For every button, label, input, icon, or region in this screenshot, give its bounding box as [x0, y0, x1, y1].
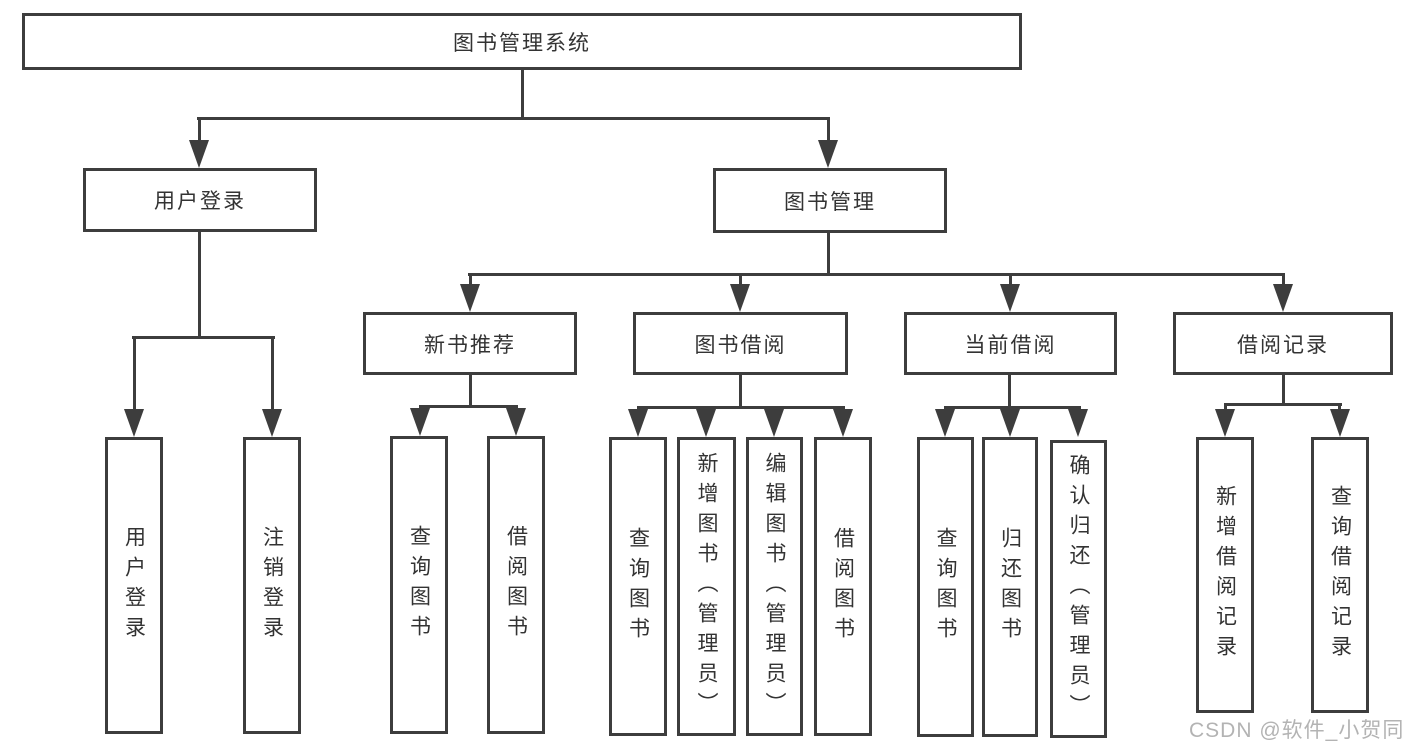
- node-edit-books-admin: 编辑图书（管理员）: [746, 437, 803, 736]
- node-current-borrowing: 当前借阅: [904, 312, 1117, 375]
- connector-line: [132, 336, 275, 339]
- arrowhead-icon: [1215, 409, 1235, 437]
- node-label: 查询图书: [626, 526, 650, 647]
- node-label: 用户登录: [154, 190, 246, 213]
- arrowhead-icon: [124, 409, 144, 437]
- node-label: 确认归还（管理员）: [1067, 454, 1090, 724]
- watermark: CSDN @软件_小贺同学: [1189, 719, 1405, 742]
- node-user-login-branch: 用户登录: [83, 168, 317, 232]
- node-add-borrow-record: 新增借阅记录: [1196, 437, 1254, 713]
- node-label: 借阅记录: [1237, 333, 1329, 357]
- node-label: 查询图书: [407, 525, 431, 645]
- arrowhead-icon: [189, 140, 209, 168]
- connector-line: [469, 375, 472, 408]
- connector-line: [1282, 276, 1285, 286]
- arrowhead-icon: [833, 409, 853, 437]
- node-borrow-books-leaf: 借阅图书: [814, 437, 872, 736]
- node-label: 图书管理: [784, 190, 876, 214]
- node-library-management-system: 图书管理系统: [22, 13, 1022, 70]
- node-user-login-leaf: 用户登录: [105, 437, 163, 734]
- node-label: 新书推荐: [424, 333, 516, 357]
- connector-line: [1009, 276, 1012, 286]
- node-label: 编辑图书（管理员）: [763, 451, 786, 722]
- node-borrow-books-recommend: 借阅图书: [487, 436, 545, 734]
- node-book-borrowing: 图书借阅: [633, 312, 848, 375]
- arrowhead-icon: [460, 284, 480, 312]
- connector-line: [198, 117, 201, 142]
- node-label: 归还图书: [998, 527, 1022, 647]
- node-label: 用户登录: [122, 525, 146, 646]
- arrowhead-icon: [506, 408, 526, 436]
- connector-line: [739, 375, 742, 409]
- node-book-management-branch: 图书管理: [713, 168, 947, 233]
- node-logout-leaf: 注销登录: [243, 437, 301, 734]
- connector-line: [419, 405, 518, 408]
- connector-line: [944, 406, 1081, 409]
- node-label: 注销登录: [260, 525, 284, 646]
- connector-line: [469, 276, 472, 286]
- node-label: 图书管理系统: [453, 31, 591, 55]
- node-query-books-current: 查询图书: [917, 437, 974, 737]
- node-query-books-recommend: 查询图书: [390, 436, 448, 734]
- node-label: 借阅图书: [831, 526, 855, 647]
- connector-line: [1282, 375, 1285, 406]
- node-label: 新增图书（管理员）: [695, 451, 718, 722]
- arrowhead-icon: [1330, 409, 1350, 437]
- arrowhead-icon: [935, 409, 955, 437]
- connector-line: [198, 232, 201, 339]
- node-label: 图书借阅: [694, 333, 787, 357]
- connector-line: [521, 70, 524, 118]
- node-new-book-recommendation: 新书推荐: [363, 312, 577, 375]
- node-label: 新增借阅记录: [1213, 485, 1237, 665]
- arrowhead-icon: [410, 408, 430, 436]
- arrowhead-icon: [262, 409, 282, 437]
- connector-line: [637, 406, 845, 409]
- arrowhead-icon: [1068, 409, 1088, 437]
- node-borrowing-records: 借阅记录: [1173, 312, 1393, 375]
- node-return-books: 归还图书: [982, 437, 1038, 737]
- node-confirm-return-admin: 确认归还（管理员）: [1050, 440, 1107, 738]
- node-label: 查询图书: [934, 527, 957, 647]
- node-query-books-borrowing: 查询图书: [609, 437, 667, 736]
- connector-line: [468, 273, 1285, 276]
- connector-line: [827, 117, 830, 142]
- arrowhead-icon: [818, 140, 838, 168]
- arrowhead-icon: [1273, 284, 1293, 312]
- connector-line: [1224, 403, 1227, 411]
- node-label: 查询借阅记录: [1328, 485, 1352, 665]
- connector-line: [271, 336, 274, 411]
- arrowhead-icon: [764, 409, 784, 437]
- connector-line: [1008, 375, 1011, 409]
- arrowhead-icon: [1000, 409, 1020, 437]
- connector-line: [739, 276, 742, 286]
- arrowhead-icon: [730, 284, 750, 312]
- connector-line: [1338, 403, 1341, 411]
- node-label: 当前借阅: [964, 333, 1057, 357]
- connector-line: [133, 336, 136, 411]
- node-add-books-admin: 新增图书（管理员）: [677, 437, 736, 736]
- node-query-borrow-record: 查询借阅记录: [1311, 437, 1369, 713]
- connector-line: [1224, 403, 1342, 406]
- connector-line: [827, 233, 830, 276]
- arrowhead-icon: [696, 409, 716, 437]
- connector-line: [197, 117, 830, 120]
- arrowhead-icon: [1000, 284, 1020, 312]
- arrowhead-icon: [628, 409, 648, 437]
- node-label: 借阅图书: [504, 525, 528, 645]
